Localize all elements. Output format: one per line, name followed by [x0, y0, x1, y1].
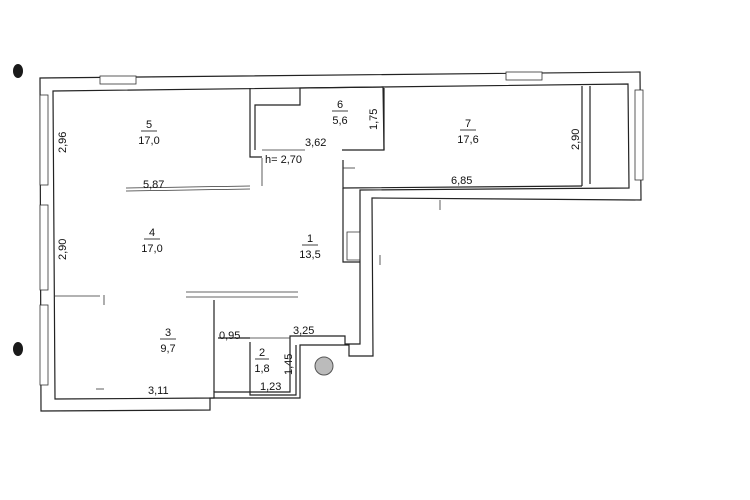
- riser-circle: [314, 356, 334, 376]
- room-5-area: 17,0: [138, 135, 159, 147]
- dimension-2-90-right: 2,90: [570, 129, 582, 150]
- dimension-6-85: 6,85: [451, 175, 472, 187]
- ceiling-height: h= 2,70: [265, 154, 302, 166]
- room-6-number: 6: [337, 99, 343, 111]
- room-1-area: 13,5: [299, 249, 320, 261]
- dimension-3-25: 3,25: [293, 325, 314, 337]
- dimension-1-45: 1,45: [283, 354, 295, 375]
- room-7-area: 17,6: [457, 134, 478, 146]
- dimension-0-95: 0,95: [219, 330, 240, 342]
- room-1-number: 1: [307, 233, 313, 245]
- room-2-area: 1,8: [254, 363, 269, 375]
- room-7: 7 17,6: [457, 118, 478, 146]
- room-3-area: 9,7: [160, 343, 175, 355]
- dimension-2-90-left: 2,90: [57, 239, 69, 260]
- dimension-5-87: 5,87: [143, 179, 164, 191]
- room-4: 4 17,0: [141, 227, 162, 255]
- dimension-3-62: 3,62: [305, 137, 326, 149]
- room-4-area: 17,0: [141, 243, 162, 255]
- dimension-1-75: 1,75: [368, 109, 380, 130]
- dimension-2-96: 2,96: [57, 132, 69, 153]
- dimension-3-11: 3,11: [148, 385, 169, 397]
- punch-hole-bottom: [13, 342, 23, 356]
- windows: [39, 71, 644, 386]
- interior-walls: [55, 86, 591, 396]
- outer-walls: [39, 71, 642, 412]
- punch-hole-top: [13, 64, 23, 78]
- room-3-number: 3: [165, 327, 171, 339]
- room-5: 5 17,0: [138, 119, 159, 147]
- room-1: 1 13,5: [299, 233, 320, 261]
- room-4-number: 4: [149, 227, 155, 239]
- room-2-number: 2: [259, 347, 265, 359]
- room-6-area: 5,6: [332, 115, 347, 127]
- room-7-number: 7: [465, 118, 471, 130]
- room-5-number: 5: [146, 119, 152, 131]
- room-2: 2 1,8: [254, 347, 269, 375]
- room-3: 3 9,7: [160, 327, 176, 355]
- room-6: 6 5,6: [332, 99, 348, 127]
- dimension-1-23: 1,23: [260, 381, 281, 393]
